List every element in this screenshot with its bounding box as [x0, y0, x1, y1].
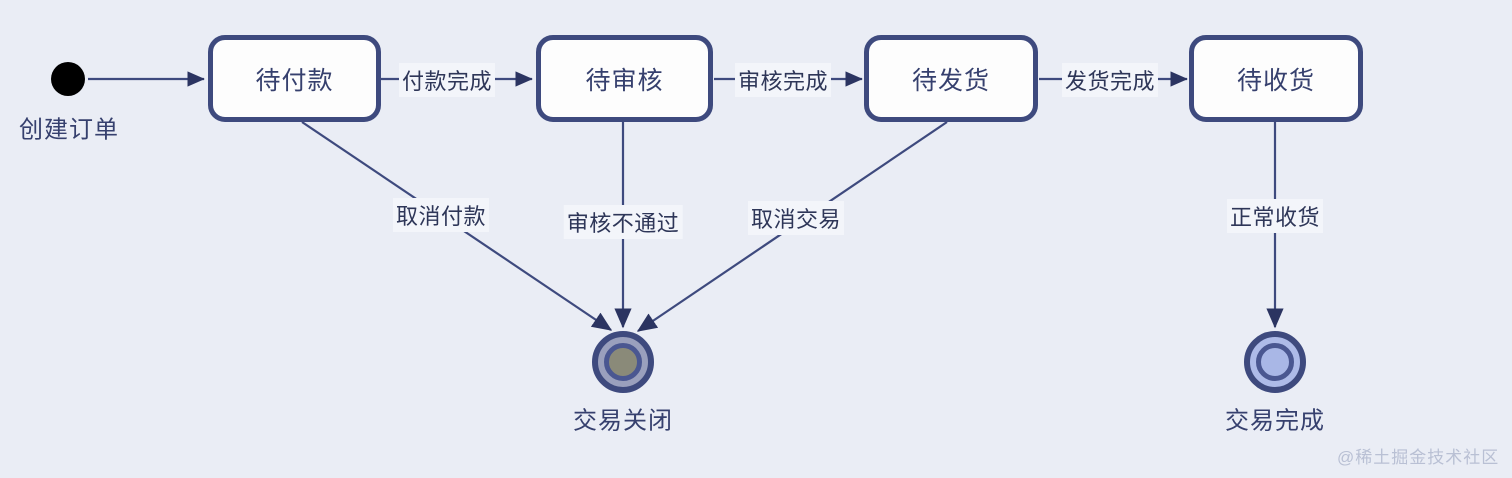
transition-label-review-done: 审核完成: [734, 63, 832, 97]
state-pending-shipment[interactable]: 待发货: [864, 35, 1038, 122]
final-state-trade-completed[interactable]: [1244, 331, 1306, 393]
transition-label-cancel-payment: 取消付款: [392, 198, 490, 232]
transition-label-payment-done: 付款完成: [398, 63, 496, 97]
final-state-trade-completed-label: 交易完成: [1225, 407, 1325, 435]
transition-label-cancel-trade: 取消交易: [747, 201, 845, 235]
initial-node[interactable]: [51, 62, 85, 96]
state-pending-payment[interactable]: 待付款: [208, 35, 381, 122]
transition-label-review-rejected: 审核不通过: [563, 205, 683, 239]
state-pending-review-label: 待审核: [585, 66, 664, 95]
initial-node-label: 创建订单: [19, 116, 119, 144]
watermark: @稀土掘金技术社区: [1337, 448, 1500, 467]
final-state-trade-closed-label: 交易关闭: [573, 407, 673, 435]
state-pending-payment-label: 待付款: [255, 66, 334, 95]
state-pending-shipment-label: 待发货: [911, 66, 990, 95]
transition-label-normal-receipt: 正常收货: [1226, 199, 1324, 233]
state-pending-receipt[interactable]: 待收货: [1189, 35, 1363, 122]
final-state-trade-completed-inner: [1256, 343, 1294, 381]
state-pending-review[interactable]: 待审核: [536, 35, 713, 122]
transition-label-shipment-done: 发货完成: [1061, 63, 1159, 97]
final-state-trade-closed[interactable]: [592, 331, 654, 393]
final-state-trade-closed-inner: [604, 343, 642, 381]
state-pending-receipt-label: 待收货: [1236, 66, 1315, 95]
